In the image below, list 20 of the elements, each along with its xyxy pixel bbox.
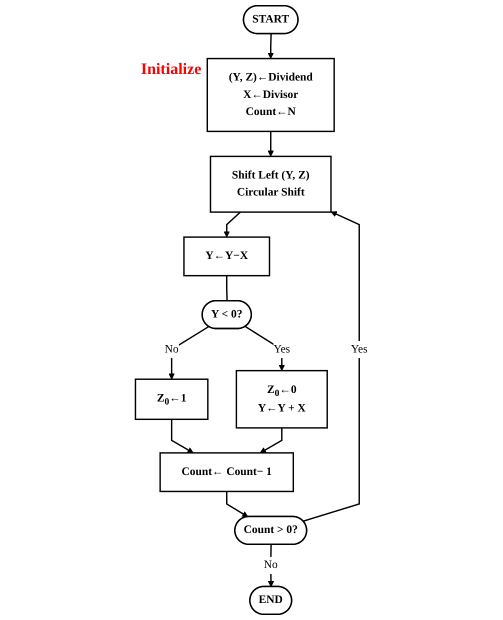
connector <box>226 276 228 302</box>
edge-label: Yes <box>273 343 290 356</box>
arrow <box>268 131 274 157</box>
node-box: Shift Left (Y, Z) Circular Shift <box>210 156 332 213</box>
node-box: Z$_{0}$←0 Y←Y + X <box>236 370 328 429</box>
step-caption: Initialize <box>140 60 202 79</box>
arrow <box>260 428 283 454</box>
arrow <box>226 491 248 518</box>
arrow <box>268 34 274 59</box>
arrow <box>302 211 360 522</box>
edge-label: No <box>264 558 278 572</box>
arrow <box>224 212 241 238</box>
arrow <box>170 419 194 454</box>
node-box: Z$_{0}$←1 <box>134 378 209 420</box>
edge-label: Yes <box>350 343 368 356</box>
edge-label: No <box>164 343 179 356</box>
node-box: Y←Y−X <box>183 236 270 276</box>
node-box: (Y, Z)←Dividend X←Divisor Count←N <box>206 58 335 132</box>
node-box: Count← Count− 1 <box>159 452 294 492</box>
arrow <box>245 326 285 371</box>
